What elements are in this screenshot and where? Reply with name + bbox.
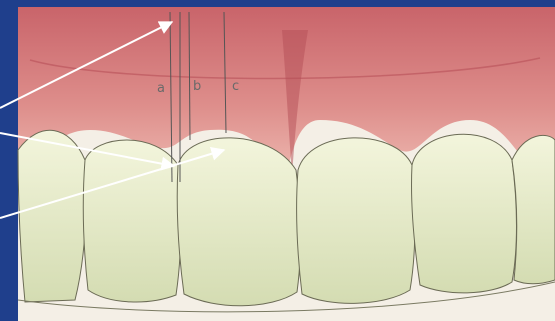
illustration-panel: a b c — [18, 7, 555, 321]
tooth-right-lateral — [411, 134, 516, 293]
tooth-left-canine — [18, 130, 86, 302]
tooth-right-central — [297, 138, 415, 304]
label-b: b — [193, 79, 201, 94]
label-c: c — [232, 79, 239, 94]
label-a: a — [157, 81, 165, 96]
tooth-left-central — [177, 138, 300, 306]
tooth-right-canine — [512, 135, 555, 283]
